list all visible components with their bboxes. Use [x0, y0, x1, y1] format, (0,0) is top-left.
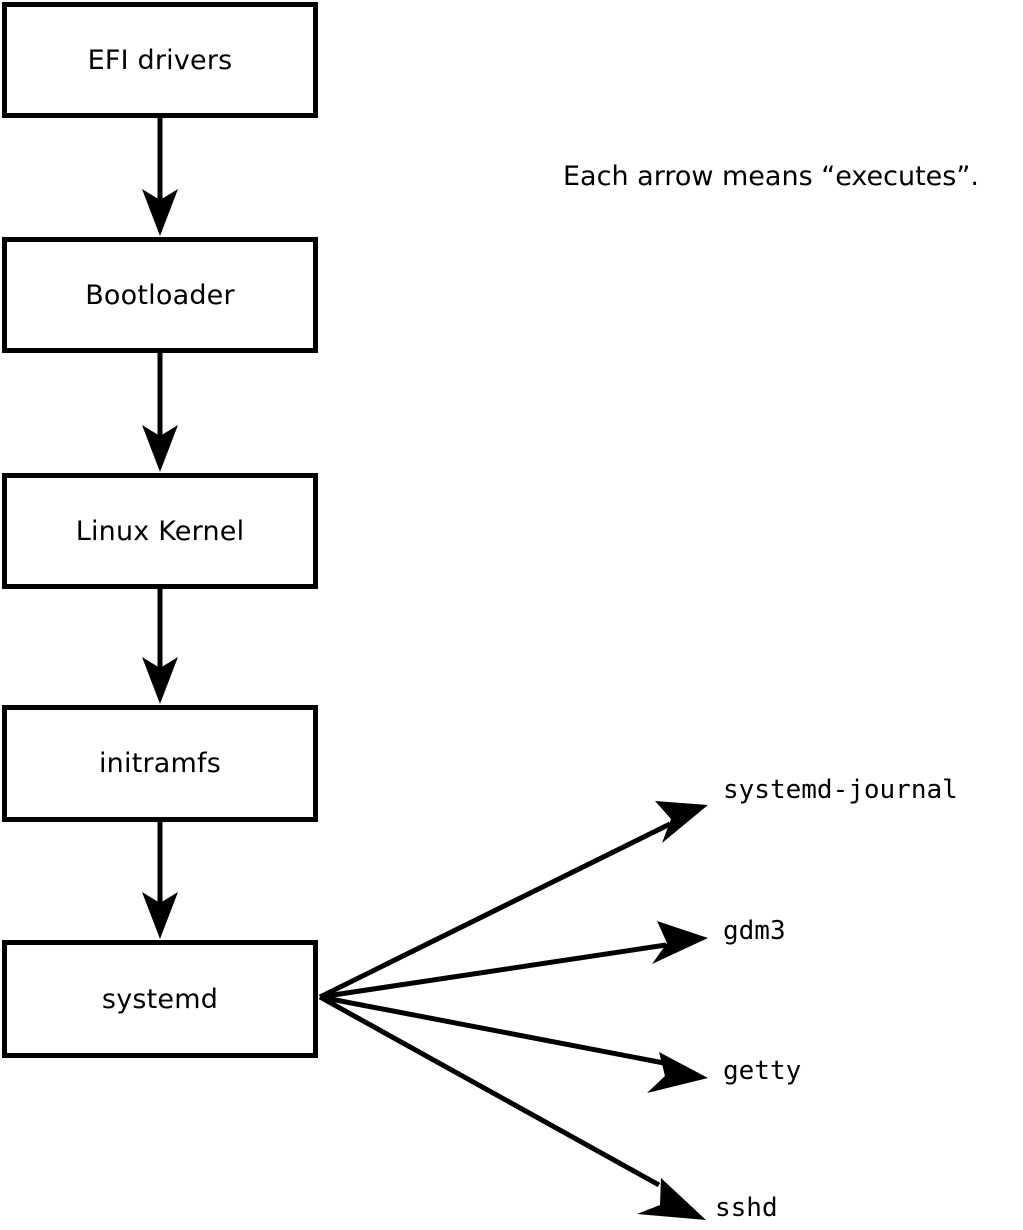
process-box-initramfs[interactable]: initramfs — [2, 705, 318, 822]
process-box-label: Bootloader — [85, 279, 235, 311]
arrow-systemd-to-getty — [319, 994, 708, 1093]
arrow-bootloader-to-linux-kernel — [142, 353, 178, 472]
process-box-efi-drivers[interactable]: EFI drivers — [2, 2, 318, 118]
arrow-systemd-to-sshd — [318, 994, 706, 1220]
arrow-systemd-to-systemd-journal — [318, 801, 708, 1000]
process-box-bootloader[interactable]: Bootloader — [2, 237, 318, 353]
process-box-label: initramfs — [98, 748, 222, 779]
arrow-linux-kernel-to-initramfs — [142, 589, 178, 704]
process-box-linux-kernel[interactable]: Linux Kernel — [2, 473, 318, 589]
arrow-efi-drivers-to-bootloader — [142, 118, 178, 236]
service-label-getty: getty — [723, 1056, 802, 1086]
process-box-label: Linux Kernel — [75, 515, 245, 547]
process-box-label: EFI drivers — [87, 44, 233, 76]
service-label-gdm3: gdm3 — [723, 916, 786, 946]
process-box-label: systemd — [101, 983, 219, 1015]
service-label-systemd-journal: systemd-journal — [723, 775, 958, 805]
arrow-systemd-to-gdm3 — [319, 921, 708, 1000]
process-box-systemd[interactable]: systemd — [2, 940, 318, 1058]
arrow-initramfs-to-systemd — [142, 822, 178, 939]
service-label-sshd: sshd — [715, 1193, 778, 1223]
legend-annotation: Each arrow means “executes”. — [563, 161, 979, 192]
